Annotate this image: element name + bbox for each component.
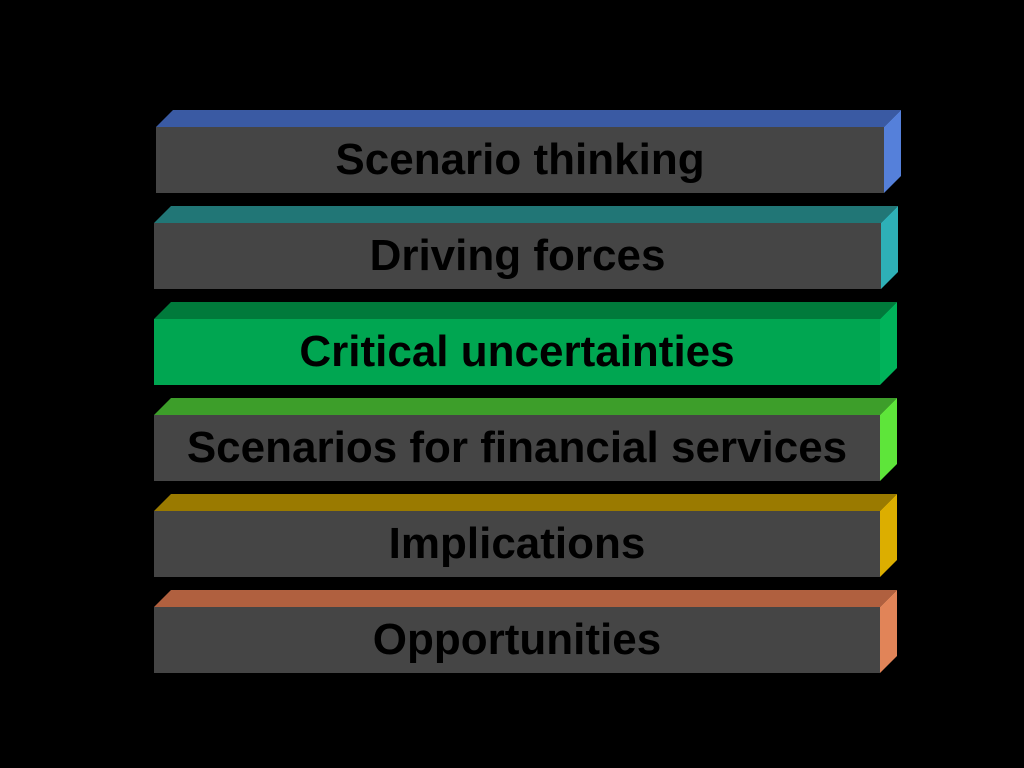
- layer-front-face: [154, 223, 881, 289]
- layer-box-3d: [154, 302, 897, 385]
- layer-box-3d: [156, 110, 901, 193]
- layer-front-face: [154, 319, 880, 385]
- layer-top-face: [154, 302, 897, 319]
- layer-scenario-thinking: Scenario thinking: [156, 110, 901, 194]
- layer-top-face: [156, 110, 901, 127]
- layer-side-face: [880, 398, 897, 481]
- layer-side-face: [881, 206, 898, 289]
- layer-opportunities: Opportunities: [154, 590, 897, 674]
- layer-top-face: [154, 494, 897, 511]
- layer-top-face: [154, 590, 897, 607]
- layer-top-face: [154, 398, 897, 415]
- layer-driving-forces: Driving forces: [154, 206, 898, 290]
- layer-side-face: [880, 494, 897, 577]
- layer-front-face: [156, 127, 884, 193]
- layer-critical-uncertainties: Critical uncertainties: [154, 302, 897, 386]
- layer-box-3d: [154, 398, 897, 481]
- layer-implications: Implications: [154, 494, 897, 578]
- layer-box-3d: [154, 206, 898, 289]
- layer-scenarios-financial-services: Scenarios for financial services: [154, 398, 897, 482]
- layer-side-face: [884, 110, 901, 193]
- layer-box-3d: [154, 494, 897, 577]
- layer-box-3d: [154, 590, 897, 673]
- layer-side-face: [880, 302, 897, 385]
- layer-front-face: [154, 511, 880, 577]
- layer-front-face: [154, 415, 880, 481]
- layer-top-face: [154, 206, 898, 223]
- layer-front-face: [154, 607, 880, 673]
- layer-side-face: [880, 590, 897, 673]
